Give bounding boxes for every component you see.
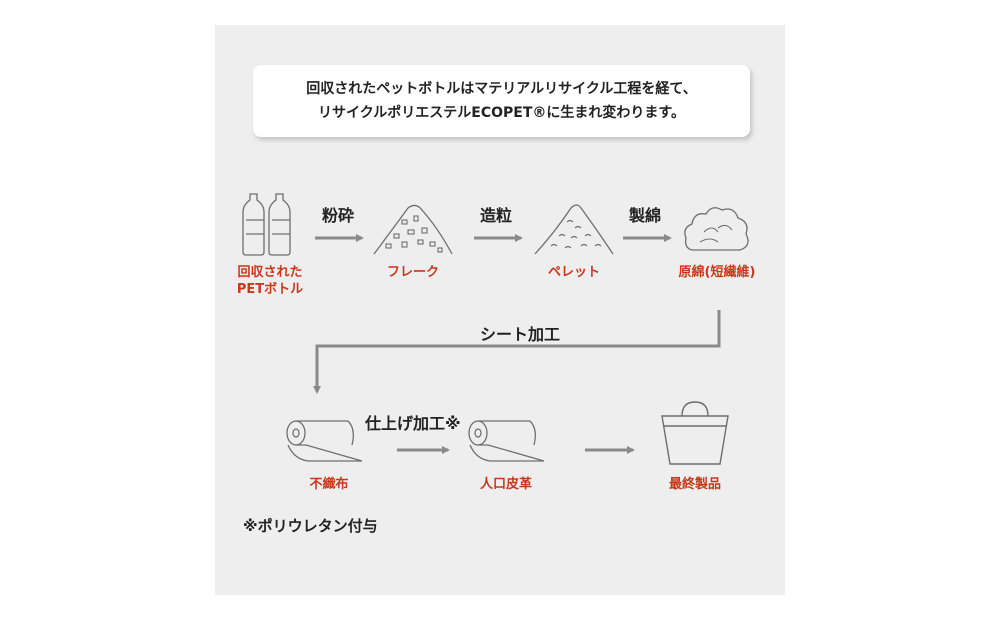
- footnote: ※ポリウレタン付与: [243, 517, 378, 535]
- pet-bottle-label-line-1: 回収された: [237, 265, 303, 280]
- arrow-sheet-process: [313, 310, 721, 394]
- leather-roll-icon: [468, 420, 545, 462]
- pet-bottles-icon: [242, 193, 291, 256]
- flake-pile-icon: [373, 204, 453, 255]
- flake-label: フレーク: [386, 265, 439, 280]
- step-cotton-label: 製綿: [629, 206, 662, 225]
- artificial-leather-label: 人口皮革: [479, 477, 532, 492]
- intro-callout: 回収されたペットボトルはマテリアルリサイクル工程を経て、 リサイクルポリエステル…: [253, 65, 750, 137]
- step-finishing-label: 仕上げ加工※: [365, 414, 461, 433]
- step-pelletize-label: 造粒: [480, 206, 513, 225]
- step-sheet-label: シート加工: [480, 325, 561, 344]
- cotton-icon: [684, 207, 749, 251]
- pet-bottle-label: 回収された PETボトル: [225, 264, 315, 298]
- pellet-pile-icon: [534, 204, 614, 255]
- callout-line-1: 回収されたペットボトルはマテリアルリサイクル工程を経て、: [306, 81, 697, 97]
- step-crush-label: 粉砕: [322, 206, 355, 225]
- raw-cotton-label: 原綿(短繊維): [678, 265, 756, 280]
- tote-bag-icon: [661, 401, 729, 465]
- final-product-label: 最終製品: [668, 477, 721, 492]
- pellet-label: ペレット: [547, 265, 600, 280]
- fabric-roll-icon: [286, 420, 363, 462]
- pet-bottle-label-line-2: PETボトル: [236, 282, 304, 297]
- nonwoven-label: 不織布: [309, 477, 349, 492]
- callout-line-2: リサイクルポリエステルECOPET®に生まれ変わります。: [317, 105, 685, 121]
